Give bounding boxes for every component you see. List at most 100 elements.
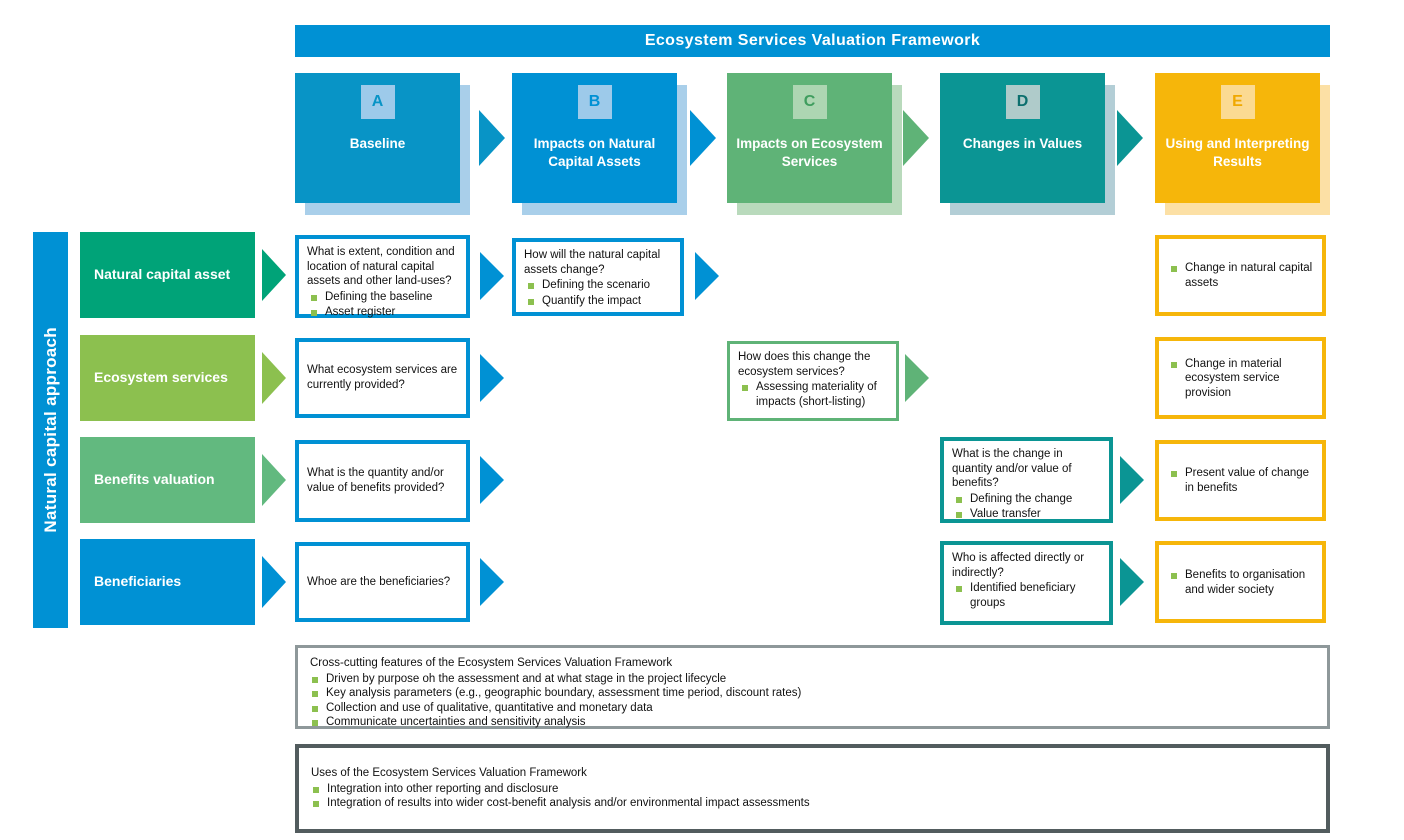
column-header-baseline: A Baseline xyxy=(295,73,470,215)
bullet-square-icon xyxy=(956,586,962,593)
column-letter-badge: D xyxy=(1005,85,1040,119)
flow-arrow-icon xyxy=(695,252,719,300)
column-letter: D xyxy=(1016,93,1029,110)
bullet-text: Communicate uncertainties and sensitivit… xyxy=(326,716,586,729)
flow-arrow-icon xyxy=(1120,456,1144,504)
flow-arrow-icon xyxy=(480,456,504,504)
cell-question: What is extent, condition and location o… xyxy=(307,246,455,288)
flow-arrow-icon xyxy=(262,249,286,301)
content-box-e3-present-value: Present value of change in benefits xyxy=(1155,440,1326,521)
content-box-d4-affected-groups: Who is affected directly or indirectly? … xyxy=(940,541,1113,625)
column-title: Using and Interpreting Results xyxy=(1165,136,1310,170)
row-label-natural-capital-asset: Natural capital asset xyxy=(80,232,255,318)
footer-title: Cross-cutting features of the Ecosystem … xyxy=(310,657,673,669)
bullet-item: Key analysis parameters (e.g., geographi… xyxy=(310,686,1315,701)
row-label-text: Benefits valuation xyxy=(94,471,215,488)
bullet-square-icon xyxy=(956,512,962,519)
bullet-square-icon xyxy=(742,385,748,392)
bullet-item: Defining the baseline xyxy=(307,290,458,305)
bullet-square-icon xyxy=(528,283,534,290)
cell-question: How will the natural capital assets chan… xyxy=(524,249,661,276)
flow-arrow-icon xyxy=(1120,558,1144,606)
content-box-d3-change-in-benefits: What is the change in quantity and/or va… xyxy=(940,437,1113,523)
bullet-item: Communicate uncertainties and sensitivit… xyxy=(310,715,1315,730)
bullet-text: Asset register xyxy=(325,306,396,319)
bullet-square-icon xyxy=(313,786,319,793)
bullet-text: Defining the change xyxy=(970,492,1073,505)
column-header-face: B Impacts on Natural Capital Assets xyxy=(512,73,677,203)
bullet-text: Value transfer xyxy=(970,508,1041,521)
bullet-text: Benefits to organisation and wider socie… xyxy=(1185,568,1306,596)
row-label-ecosystem-services: Ecosystem services xyxy=(80,335,255,421)
column-header-impacts-ecosystem-services: C Impacts on Ecosystem Services xyxy=(727,73,902,215)
flow-arrow-icon xyxy=(480,252,504,300)
bullet-item: Benefits to organisation and wider socie… xyxy=(1167,568,1314,597)
row-label-text: Ecosystem services xyxy=(94,369,228,386)
framework-title-banner: Ecosystem Services Valuation Framework xyxy=(295,25,1330,57)
bullet-square-icon xyxy=(1171,572,1177,579)
bullet-text: Collection and use of qualitative, quant… xyxy=(326,701,653,714)
cell-question: Who is affected directly or indirectly? xyxy=(952,552,1085,579)
row-label-text: Natural capital asset xyxy=(94,266,231,283)
bullet-square-icon xyxy=(1171,266,1177,273)
bullet-text: Present value of change in benefits xyxy=(1185,467,1310,494)
bullet-item: Present value of change in benefits xyxy=(1167,466,1314,495)
bullet-item: Integration into other reporting and dis… xyxy=(311,782,1314,797)
content-box-e4-benefits-society: Benefits to organisation and wider socie… xyxy=(1155,541,1326,623)
bullet-text: Change in natural capital assets xyxy=(1185,262,1313,289)
bullet-text: Integration of results into wider cost-b… xyxy=(327,797,810,810)
bullet-item: Driven by purpose oh the assessment and … xyxy=(310,672,1315,687)
left-rail: Natural capital approach xyxy=(33,232,68,628)
bullet-text: Assessing materiality of impacts (short-… xyxy=(756,381,877,408)
framework-title: Ecosystem Services Valuation Framework xyxy=(644,32,981,49)
bullet-square-icon xyxy=(312,720,318,727)
bullet-square-icon xyxy=(312,691,318,698)
bullet-text: Defining the baseline xyxy=(325,290,433,303)
content-box-a1-baseline-assets: What is extent, condition and location o… xyxy=(295,235,470,318)
bullet-text: Identified beneficiary groups xyxy=(970,582,1076,609)
content-box-e1-change-assets: Change in natural capital assets xyxy=(1155,235,1326,316)
bullet-item: Assessing materiality of impacts (short-… xyxy=(738,380,888,409)
bullet-item: Identified beneficiary groups xyxy=(952,581,1101,610)
bullet-square-icon xyxy=(312,676,318,683)
content-box-e2-material-service-provision: Change in material ecosystem service pro… xyxy=(1155,337,1326,419)
column-letter-badge: E xyxy=(1220,85,1255,119)
bullet-text: Change in material ecosystem service pro… xyxy=(1185,357,1282,399)
bullet-item: Quantify the impact xyxy=(524,294,672,309)
row-label-text: Beneficiaries xyxy=(94,573,182,590)
row-label-beneficiaries: Beneficiaries xyxy=(80,539,255,625)
bullet-square-icon xyxy=(311,294,317,301)
column-title: Impacts on Ecosystem Services xyxy=(736,136,883,170)
left-rail-label: Natural capital approach xyxy=(40,327,60,533)
flow-arrow-icon xyxy=(903,110,929,166)
column-header-face: D Changes in Values xyxy=(940,73,1105,203)
bullet-item: Collection and use of qualitative, quant… xyxy=(310,701,1315,716)
content-box-a2-services-provided: What ecosystem services are currently pr… xyxy=(295,338,470,418)
flow-arrow-icon xyxy=(480,354,504,402)
column-header-face: E Using and Interpreting Results xyxy=(1155,73,1320,203)
column-letter: B xyxy=(588,93,601,110)
cell-question: Whoe are the beneficiaries? xyxy=(307,575,451,588)
flow-arrow-icon xyxy=(480,558,504,606)
column-letter: E xyxy=(1232,93,1243,110)
column-header-changes-in-values: D Changes in Values xyxy=(940,73,1115,215)
bullet-item: Integration of results into wider cost-b… xyxy=(311,796,1314,811)
flow-arrow-icon xyxy=(262,352,286,404)
flow-arrow-icon xyxy=(1117,110,1143,166)
bullet-item: Value transfer xyxy=(952,507,1101,522)
bullet-item: Asset register xyxy=(307,305,458,320)
bullet-text: Quantify the impact xyxy=(542,294,642,307)
bullet-text: Key analysis parameters (e.g., geographi… xyxy=(326,687,802,700)
column-header-using-results: E Using and Interpreting Results xyxy=(1155,73,1330,215)
column-header-face: C Impacts on Ecosystem Services xyxy=(727,73,892,203)
column-header-impacts-natural-capital: B Impacts on Natural Capital Assets xyxy=(512,73,687,215)
content-box-a3-quantity-value-benefits: What is the quantity and/or value of ben… xyxy=(295,440,470,522)
column-letter-badge: A xyxy=(360,85,395,119)
column-letter: A xyxy=(371,93,384,110)
bullet-item: Change in material ecosystem service pro… xyxy=(1167,357,1314,401)
uses-of-framework-box: Uses of the Ecosystem Services Valuation… xyxy=(295,744,1330,833)
bullet-square-icon xyxy=(1171,361,1177,368)
bullet-square-icon xyxy=(528,298,534,305)
cell-question: What is the change in quantity and/or va… xyxy=(952,448,1072,490)
bullet-square-icon xyxy=(313,801,319,808)
